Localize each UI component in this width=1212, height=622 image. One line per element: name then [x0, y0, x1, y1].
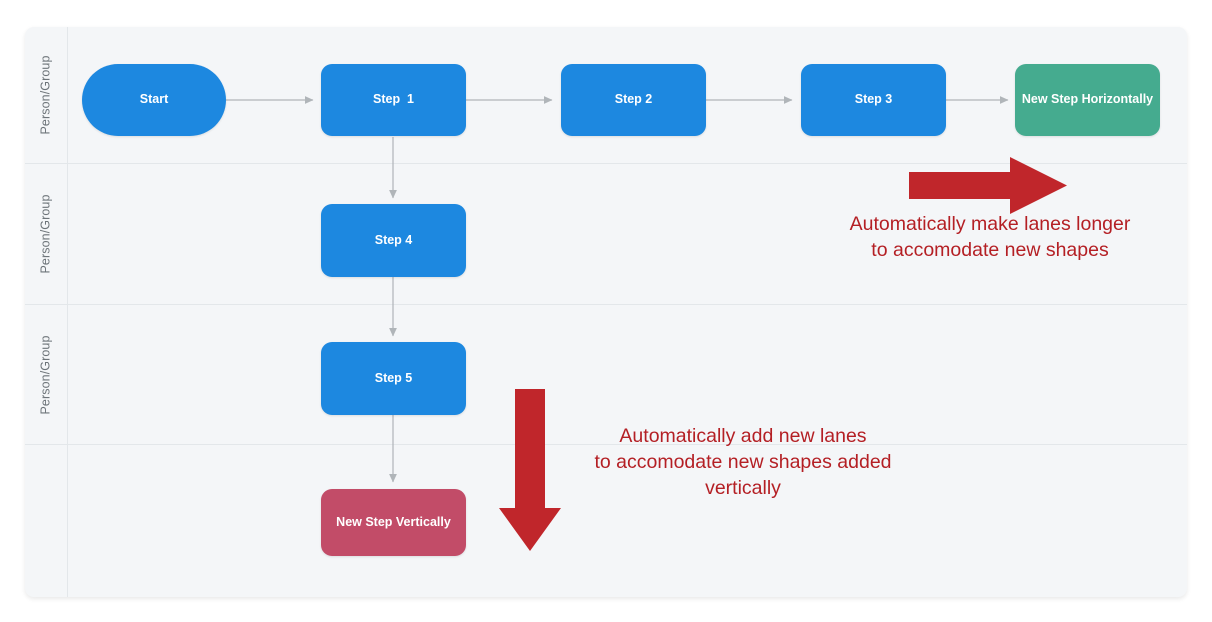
- node-new-step-vertically-label: New Step Vertically: [336, 514, 451, 529]
- lane-3[interactable]: Person/Group: [25, 305, 1187, 445]
- node-step5[interactable]: Step 5: [321, 342, 466, 415]
- lane-4[interactable]: [25, 445, 1187, 597]
- lane-3-header[interactable]: Person/Group: [25, 305, 68, 444]
- lane-2[interactable]: Person/Group: [25, 164, 1187, 305]
- node-new-step-vertically[interactable]: New Step Vertically: [321, 489, 466, 556]
- node-step2-label: Step 2: [614, 92, 653, 107]
- lane-1-label: Person/Group: [39, 55, 53, 135]
- lane-2-label: Person/Group: [39, 194, 53, 274]
- lane-4-header[interactable]: [25, 445, 68, 597]
- annotation-vertical-note: Automatically add new lanes to accomodat…: [594, 425, 892, 499]
- node-start-label: Start: [139, 92, 169, 107]
- node-step5-label: Step 5: [374, 370, 413, 385]
- node-step3-label: Step 3: [854, 92, 893, 107]
- node-step3[interactable]: Step 3: [801, 64, 946, 136]
- lane-1[interactable]: Person/Group: [25, 27, 1187, 164]
- node-step1-label: Step 1: [373, 92, 414, 107]
- node-step2[interactable]: Step 2: [561, 64, 706, 136]
- lane-1-header[interactable]: Person/Group: [25, 27, 68, 163]
- node-step4-label: Step 4: [374, 232, 413, 247]
- lane-3-label: Person/Group: [39, 334, 53, 415]
- node-new-step-horizontally[interactable]: New Step Horizontally: [1015, 64, 1160, 136]
- lane-2-header[interactable]: Person/Group: [25, 164, 68, 304]
- node-start[interactable]: Start: [82, 64, 226, 136]
- node-new-step-horizontally-label: New Step Horizontally: [1021, 92, 1154, 107]
- annotation-horizontal-note: Automatically make lanes longer to accom…: [849, 213, 1131, 261]
- node-step4[interactable]: Step 4: [321, 204, 466, 277]
- node-step1[interactable]: Step 1: [321, 64, 466, 136]
